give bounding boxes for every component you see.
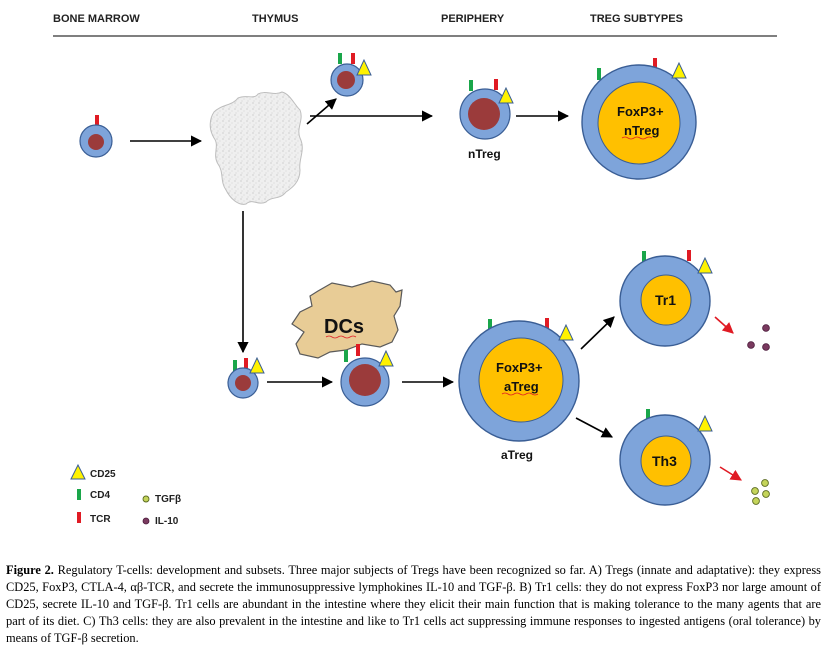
thymic-treg-cell — [330, 53, 372, 97]
tcr-marker — [687, 250, 691, 261]
atreg-foxp3-label: FoxP3+ — [496, 360, 543, 375]
tcr-marker — [244, 358, 248, 369]
th3-label: Th3 — [652, 453, 677, 469]
legend-tcr-label: TCR — [90, 514, 111, 525]
cd25-marker — [558, 323, 574, 341]
legend-tcr-swatch — [77, 512, 81, 523]
figure-caption: Figure 2. Regulatory T-cells: developmen… — [6, 562, 821, 647]
legend-cd25-label: CD25 — [90, 469, 116, 480]
atreg-cell — [458, 318, 580, 442]
treg-development-diagram: BONE MARROW THYMUS PERIPHERY TREG SUBTYP… — [53, 13, 777, 527]
cd25-marker — [671, 61, 687, 79]
ntreg-label: nTreg — [468, 147, 501, 161]
figure-label: Figure 2. — [6, 563, 54, 577]
legend-cd25-swatch — [70, 463, 86, 480]
th3-secretion-arrow — [719, 466, 742, 481]
legend-cd4-label: CD4 — [90, 490, 110, 501]
cd25-marker — [356, 58, 372, 76]
dendritic-cells-shape — [291, 280, 403, 359]
cd25-marker — [378, 349, 394, 367]
th3-cell — [619, 409, 713, 506]
cd4-marker — [233, 360, 237, 371]
ntreg-foxp3-label: FoxP3+ — [617, 104, 664, 119]
tcr-marker — [356, 344, 360, 356]
cd4-marker — [597, 68, 601, 80]
periphery-ntreg-cell — [459, 79, 514, 140]
legend-tgfb-swatch — [142, 495, 150, 503]
dc-activated-cell — [340, 344, 394, 407]
header-periphery: PERIPHERY — [441, 13, 505, 25]
arrow-to-tr1 — [580, 316, 615, 350]
ntreg-subtype-cell — [581, 58, 697, 180]
spellcheck-underline — [325, 335, 357, 339]
tcr-marker — [653, 58, 657, 70]
cd4-marker — [642, 251, 646, 262]
cd4-marker — [469, 80, 473, 91]
header-treg-subtypes: TREG SUBTYPES — [590, 13, 683, 25]
lower-thymic-cell — [227, 356, 265, 399]
atreg-name-label: aTreg — [504, 379, 539, 394]
tr1-cell — [619, 250, 713, 347]
cd4-marker — [646, 409, 650, 420]
thymus-organ — [209, 91, 303, 205]
legend-il10-label: IL-10 — [155, 516, 179, 527]
tcr-marker — [494, 79, 498, 90]
arrow-thymus-to-cell — [306, 98, 337, 125]
spellcheck-underline — [621, 136, 653, 140]
arrow-to-th3 — [575, 417, 613, 438]
tcr-marker — [351, 53, 355, 64]
cd25-marker — [498, 86, 514, 104]
atreg-caption-label: aTreg — [501, 448, 533, 462]
th3-tgfb-molecules — [751, 479, 770, 505]
header-thymus: THYMUS — [252, 13, 298, 25]
cd25-marker — [249, 356, 265, 374]
caption-text: Regulatory T-cells: development and subs… — [6, 563, 821, 645]
legend-cd4-swatch — [77, 489, 81, 500]
tcr-marker — [95, 115, 99, 126]
cd25-marker — [697, 414, 713, 432]
tr1-secretion-arrow — [714, 316, 734, 334]
tr1-label: Tr1 — [655, 292, 676, 308]
ntreg-name-label: nTreg — [624, 123, 659, 138]
tr1-il10-molecules — [747, 324, 770, 351]
legend-tgfb-label: TGFβ — [155, 494, 181, 505]
cd4-marker — [338, 53, 342, 64]
header-bone-marrow: BONE MARROW — [53, 13, 140, 25]
legend-il10-swatch — [142, 517, 150, 525]
bone-marrow-cell — [79, 115, 113, 158]
cd4-marker — [344, 350, 348, 362]
cd4-marker — [488, 319, 492, 331]
spellcheck-underline — [501, 392, 539, 396]
legend: CD25 CD4 TCR TGFβ IL-10 — [70, 463, 181, 527]
cd25-marker — [697, 256, 713, 274]
tcr-marker — [545, 318, 549, 330]
dcs-label: DCs — [324, 316, 364, 338]
